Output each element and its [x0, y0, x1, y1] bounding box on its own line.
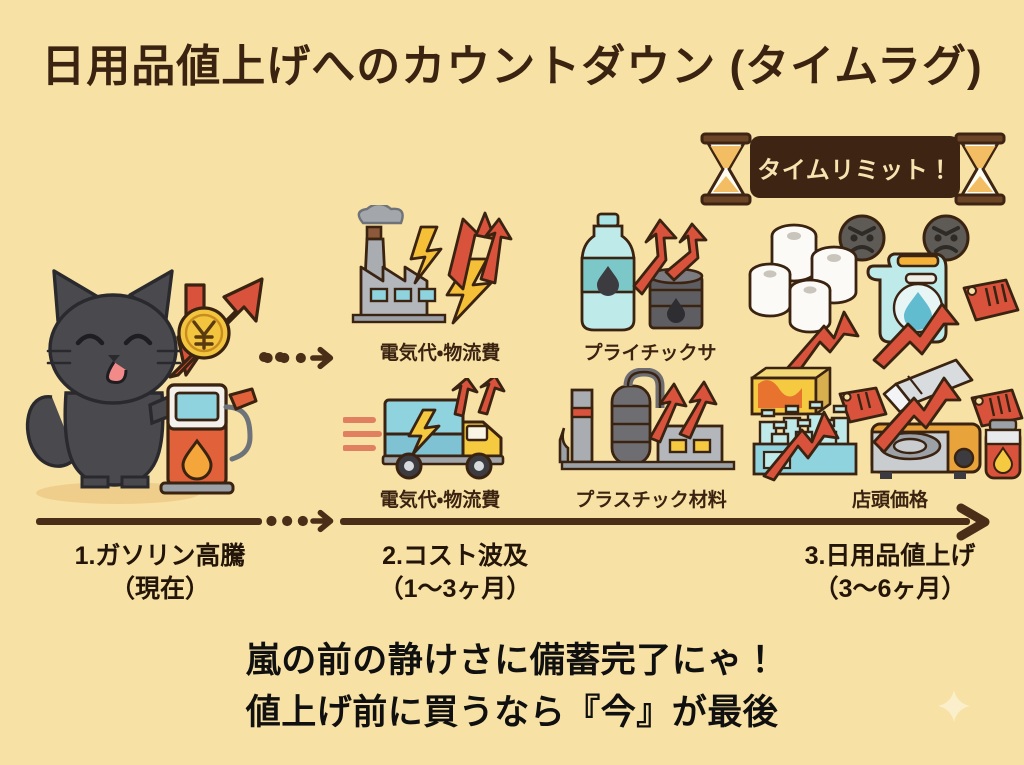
- price-tag-icon: [970, 388, 1024, 428]
- yen-coin-icon: [177, 306, 231, 360]
- dotted-arrow-icon: [266, 509, 334, 533]
- up-arrow-icon: [762, 376, 962, 482]
- stage-3-caption-line2: （3〜6ヶ月）: [813, 574, 967, 603]
- gas-pump-icon: [159, 383, 258, 495]
- stage-1-illustration: [25, 269, 283, 504]
- badge-plate: タイムリミット！: [750, 136, 960, 198]
- sparkle-icon: [938, 690, 970, 722]
- price-tag-icon: [962, 278, 1020, 322]
- gas-canister-icon: [984, 418, 1022, 480]
- dotted-arrow-icon: [262, 346, 334, 370]
- timeline-segment-2: [340, 518, 970, 525]
- stage-3-illustration: [748, 214, 1024, 482]
- time-limit-badge: タイムリミット！: [698, 128, 1008, 206]
- truck-illustration: [343, 378, 506, 480]
- label-plastic-top: プライチックサ: [583, 343, 717, 364]
- timeline-segment-1: [36, 518, 262, 525]
- up-arrow-icon: [782, 302, 960, 380]
- toilet-paper-icon: [748, 223, 858, 334]
- factory-illustration: [351, 205, 513, 325]
- lightning-icon: [409, 225, 443, 285]
- stage-3-caption-line1: 3.日用品値上げ: [804, 542, 976, 570]
- message-line-2: 値上げ前に買うなら『今』が最後: [245, 693, 779, 732]
- label-store-price: 店頭価格: [851, 490, 928, 511]
- timeline-arrowhead-icon: [956, 503, 990, 541]
- stage-2-caption-line2: （1〜3ヶ月）: [378, 574, 532, 603]
- stage-2-caption: 2.コスト波及 （1〜3ヶ月）: [330, 540, 580, 605]
- foil-icon: [882, 358, 974, 414]
- hourglass-icon: [954, 132, 1006, 206]
- stage-1-caption-line1: 1.ガソリン高騰: [74, 542, 246, 570]
- page-title: 日用品値上げへのカウントダウン (タイムラグ): [41, 42, 983, 91]
- plastic-bottle-illustration: [580, 212, 708, 332]
- angry-face-icon: [838, 214, 886, 262]
- up-arrow-icon: [632, 218, 708, 296]
- refinery-illustration: [558, 368, 736, 471]
- stage-2-caption-line1: 2.コスト波及: [382, 542, 528, 570]
- stage-3-caption: 3.日用品値上げ （3〜6ヶ月）: [760, 540, 1020, 605]
- up-arrow-icon: [648, 380, 718, 444]
- detergent-icon: [866, 252, 948, 344]
- label-electricity-logistics-bottom: 電気代・物流費: [379, 490, 501, 511]
- badge-label: タイムリミット！: [757, 156, 953, 184]
- hourglass-icon: [700, 132, 752, 206]
- label-plastic-material: プラスチック材料: [575, 490, 727, 511]
- lightning-icon: [407, 408, 441, 456]
- stage-1-caption-line2: （現在）: [109, 574, 210, 603]
- stage-1-caption: 1.ガソリン高騰 （現在）: [30, 540, 290, 605]
- message-line-1: 嵐の前の静けさに備蓄完了にゃ！: [245, 641, 779, 680]
- up-arrow-icon: [451, 378, 506, 418]
- up-arrow-icon: [447, 211, 513, 291]
- label-electricity-logistics-top: 電気代・物流費: [379, 343, 501, 364]
